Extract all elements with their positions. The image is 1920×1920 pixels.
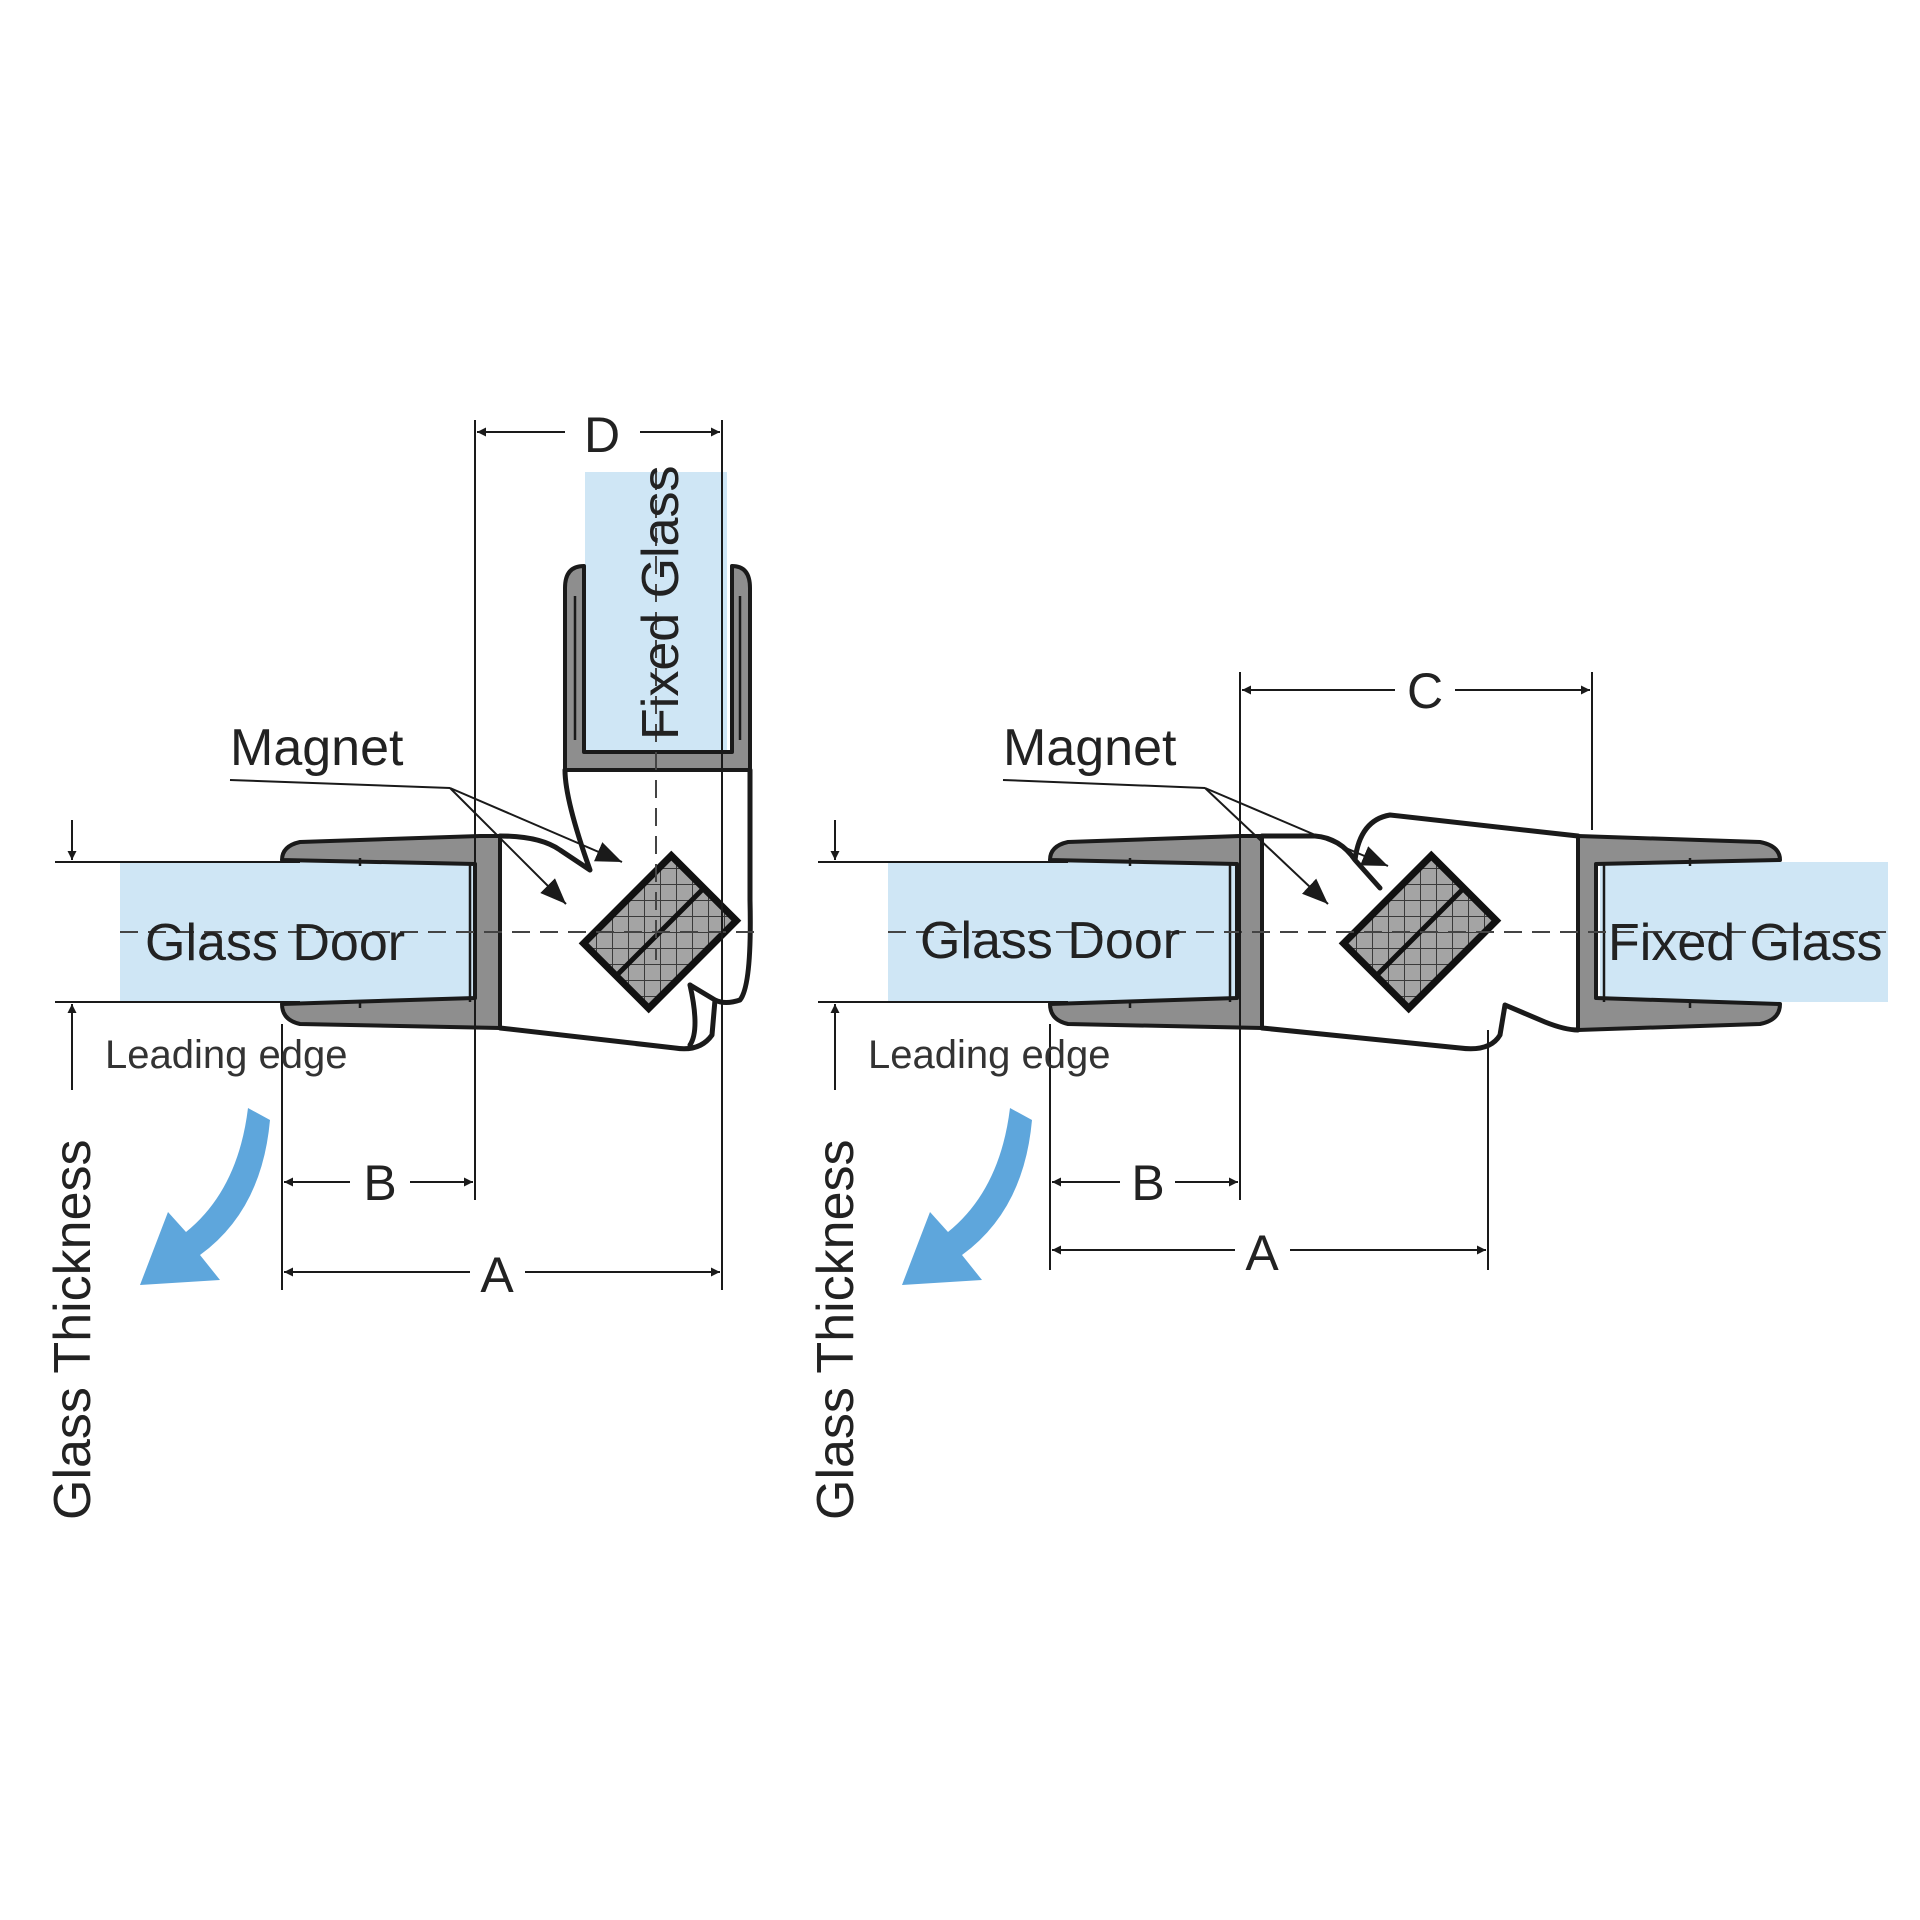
left-magnet-label: Magnet bbox=[230, 719, 404, 777]
left-leading-edge-label: Leading edge bbox=[105, 1033, 347, 1077]
right-magnet-leader-1 bbox=[1204, 787, 1389, 867]
right-fin-outline bbox=[1259, 812, 1581, 1052]
left-magnet-leader-1 bbox=[449, 787, 623, 863]
right-leading-edge-label: Leading edge bbox=[868, 1033, 1110, 1077]
left-fin-lower bbox=[687, 982, 698, 1048]
right-fixed-seal bbox=[1576, 834, 1782, 1032]
left-glass-thickness-label: Glass Thickness bbox=[44, 1139, 102, 1520]
right-glass-thickness-label: Glass Thickness bbox=[807, 1139, 865, 1520]
right-magnet-leader bbox=[1002, 779, 1206, 789]
left-dim-d-label: D bbox=[584, 407, 620, 463]
right-glass-door-label: Glass Door bbox=[920, 912, 1180, 970]
right-dim-b-label: B bbox=[1131, 1155, 1164, 1211]
right-dim-a-label: A bbox=[1245, 1225, 1279, 1281]
left-fin-outline bbox=[497, 767, 753, 1052]
right-swing-arrow-icon bbox=[902, 1108, 1032, 1285]
left-glass-door-label: Glass Door bbox=[145, 914, 405, 972]
left-corner-diagram: Glass Thickness D B A Glass Door Fixed G… bbox=[44, 407, 760, 1520]
right-dim-c-label: C bbox=[1407, 663, 1443, 719]
left-door-seal bbox=[280, 834, 502, 1030]
left-dim-b-label: B bbox=[363, 1155, 396, 1211]
left-fixed-seal bbox=[563, 564, 752, 772]
left-magnet-leader-2 bbox=[449, 787, 567, 905]
right-fixed-glass-label: Fixed Glass bbox=[1608, 914, 1883, 972]
left-magnet-leader bbox=[229, 779, 451, 789]
left-dim-a-label: A bbox=[480, 1247, 514, 1303]
left-fixed-seal-inner bbox=[573, 596, 742, 740]
right-inline-diagram: Glass Thickness C B A Glass Door Fixed G… bbox=[807, 663, 1888, 1520]
left-swing-arrow-icon bbox=[140, 1108, 270, 1285]
right-magnet-leader-2 bbox=[1204, 787, 1329, 905]
right-magnet-label: Magnet bbox=[1003, 719, 1177, 777]
left-fixed-glass-label: Fixed Glass bbox=[632, 465, 690, 740]
